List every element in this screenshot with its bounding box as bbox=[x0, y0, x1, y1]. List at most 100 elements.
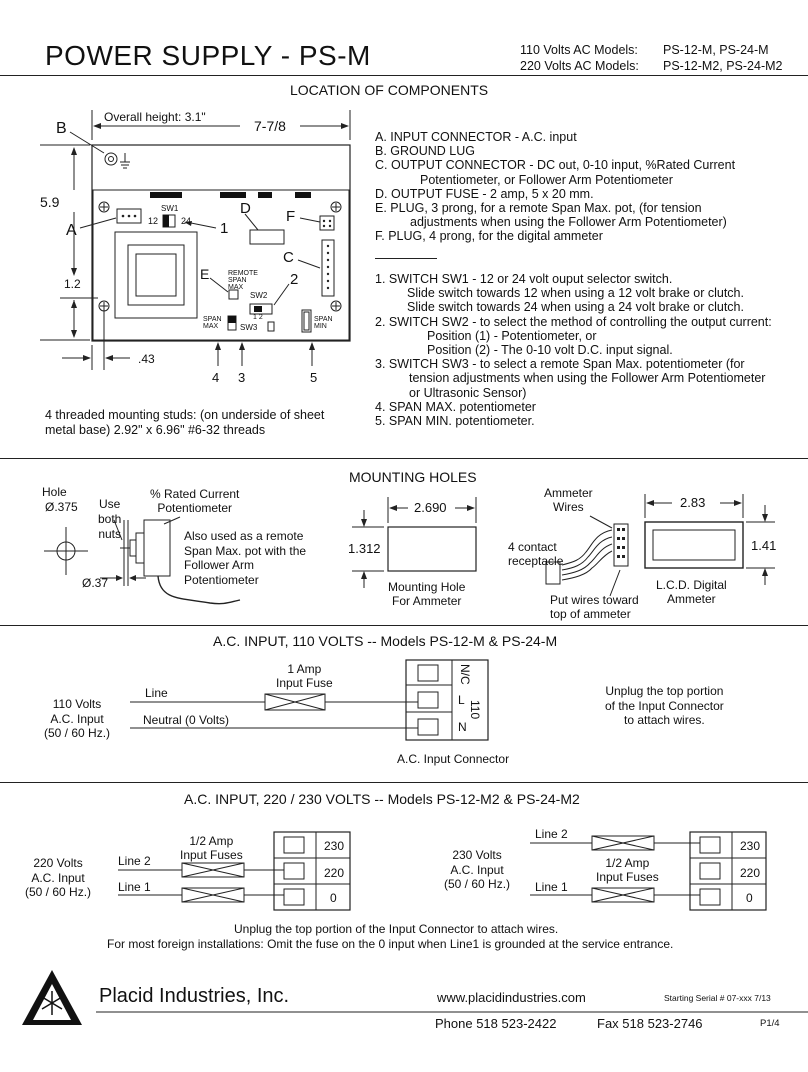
label-e: E bbox=[200, 266, 210, 282]
ac220-right-term-220: 220 bbox=[740, 866, 761, 880]
models-110-values: PS-12-M, PS-24-M bbox=[663, 43, 769, 57]
company-logo bbox=[22, 970, 82, 1025]
fax: Fax 518 523-2746 bbox=[597, 1016, 703, 1031]
models-220-values: PS-12-M2, PS-24-M2 bbox=[663, 59, 783, 73]
num-1: 1 bbox=[220, 220, 229, 237]
num-5: 5 bbox=[310, 370, 318, 385]
ac110-neutral: Neutral (0 Volts) bbox=[143, 713, 230, 727]
label-d: D bbox=[240, 200, 251, 217]
models-220-label: 220 Volts AC Models: bbox=[520, 59, 639, 73]
label-f: F bbox=[286, 208, 296, 225]
component-c: C. OUTPUT CONNECTOR - DC out, 0-10 input… bbox=[375, 158, 736, 173]
section-rule-3 bbox=[0, 782, 808, 783]
company-name: Placid Industries, Inc. bbox=[99, 985, 290, 1007]
hole-height: 1.312 bbox=[348, 541, 381, 556]
header-rule bbox=[0, 75, 808, 76]
website[interactable]: www.placidindustries.com bbox=[437, 990, 586, 1005]
label-b: B bbox=[56, 120, 67, 137]
hole-width: 2.690 bbox=[414, 500, 447, 515]
section-rule-2 bbox=[0, 625, 808, 626]
ac220-right-term-0: 0 bbox=[746, 891, 753, 905]
ac110-heading: A.C. INPUT, 110 VOLTS -- Models PS-12-M … bbox=[213, 633, 558, 649]
ac110-term-n: N bbox=[458, 720, 467, 734]
dim-1-2: 1.2 bbox=[64, 277, 81, 291]
sw2-positions: 1 2 bbox=[253, 314, 263, 321]
sw2-label: SW2 bbox=[250, 291, 268, 300]
ac220-right-term-230: 230 bbox=[740, 839, 761, 853]
lcd-height: 1.41 bbox=[751, 538, 777, 553]
component-e-cont: adjustments when using the Follower Arm … bbox=[410, 215, 727, 230]
overall-height: Overall height: 3.1" bbox=[104, 110, 206, 124]
location-heading: LOCATION OF COMPONENTS bbox=[290, 82, 489, 98]
shaft-diameter: Ø.37 bbox=[82, 576, 109, 590]
ac220-note-2: For most foreign installations: Omit the… bbox=[107, 937, 674, 951]
num-4: 4 bbox=[212, 370, 220, 385]
num-3: 3 bbox=[238, 370, 246, 385]
ac110-line: Line bbox=[145, 686, 168, 700]
ac110-connector-label: A.C. Input Connector bbox=[397, 752, 510, 766]
mounting-heading: MOUNTING HOLES bbox=[349, 469, 477, 485]
page-number: P1/4 bbox=[760, 1018, 780, 1029]
lcd-width: 2.83 bbox=[680, 495, 706, 510]
hole-diameter: Ø.375 bbox=[45, 500, 78, 514]
width-dimension: 7-7/8 bbox=[254, 118, 286, 134]
label-c: C bbox=[283, 249, 294, 266]
ac220-right-line1: Line 1 bbox=[535, 880, 568, 894]
sw1-24: 24 bbox=[181, 216, 192, 226]
ac220-left-line2: Line 2 bbox=[118, 854, 151, 868]
component-f: F. PLUG, 4 prong, for the digital ammete… bbox=[375, 229, 603, 244]
switches-list: 1. SWITCH SW1 - 12 or 24 volt ouput sele… bbox=[375, 272, 772, 429]
sw1-12: 12 bbox=[148, 216, 159, 226]
section-rule-1 bbox=[0, 458, 808, 459]
dim-43: .43 bbox=[138, 352, 155, 366]
component-a: A. INPUT CONNECTOR - A.C. input bbox=[375, 130, 577, 144]
page-title: POWER SUPPLY - PS-M bbox=[45, 40, 371, 71]
hole-label: Hole bbox=[42, 485, 67, 499]
models-110-label: 110 Volts AC Models: bbox=[520, 43, 638, 57]
ac220-left-term-0: 0 bbox=[330, 891, 337, 905]
height-dimension: 5.9 bbox=[40, 194, 60, 210]
ac110-term-l: L bbox=[458, 693, 465, 707]
ac220-left-term-230: 230 bbox=[324, 839, 345, 853]
num-2: 2 bbox=[290, 271, 299, 288]
component-e: E. PLUG, 3 prong, for a remote Span Max.… bbox=[375, 201, 702, 216]
component-d: D. OUTPUT FUSE - 2 amp, 5 x 20 mm. bbox=[375, 186, 594, 201]
ac220-heading: A.C. INPUT, 220 / 230 VOLTS -- Models PS… bbox=[184, 791, 580, 807]
serial: Starting Serial # 07-xxx 7/13 bbox=[664, 993, 771, 1003]
ac220-left-line1: Line 1 bbox=[118, 880, 151, 894]
label-a: A bbox=[66, 222, 77, 239]
phone: Phone 518 523-2422 bbox=[435, 1016, 557, 1031]
component-b: B. GROUND LUG bbox=[375, 144, 476, 159]
studs-note: 4 threaded mounting studs: (on underside… bbox=[45, 408, 325, 437]
list-divider bbox=[375, 258, 437, 259]
sw1-label: SW1 bbox=[161, 204, 179, 213]
sw3-label: SW3 bbox=[240, 323, 258, 332]
components-list: A. INPUT CONNECTOR - A.C. input B. GROUN… bbox=[375, 130, 735, 244]
ac220-note-1: Unplug the top portion of the Input Conn… bbox=[234, 922, 559, 936]
ac220-left-term-220: 220 bbox=[324, 866, 345, 880]
component-c-cont: Potentiometer, or Follower Arm Potentiom… bbox=[420, 172, 673, 187]
